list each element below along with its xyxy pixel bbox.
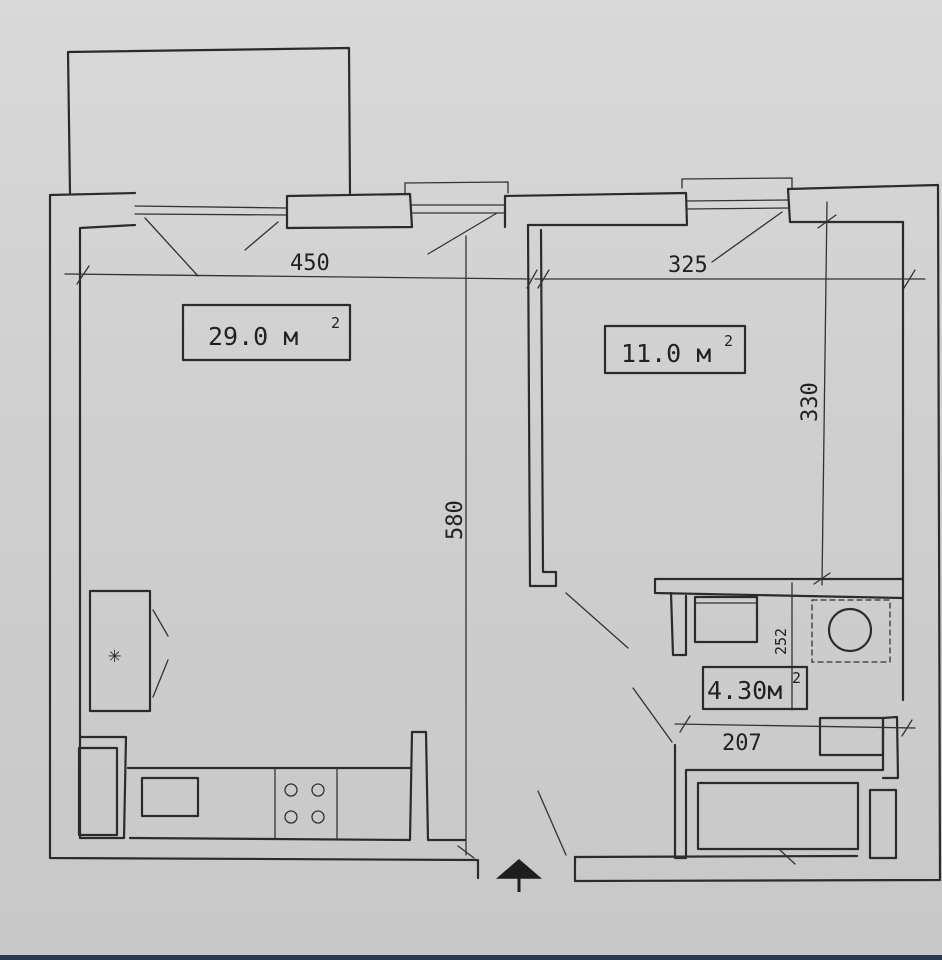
bedroom-width-dimension: 325 — [668, 253, 708, 278]
outer-walls — [48, 183, 942, 883]
windows — [134, 177, 793, 216]
living-area-label: 29.0 м 2 — [181, 303, 352, 362]
bedroom-area-text: 11.0 м — [621, 339, 711, 368]
entrance-arrow-icon — [495, 859, 543, 892]
balcony — [66, 46, 352, 195]
bath-depth-dimension: 252 — [772, 628, 790, 655]
bedroom-depth-dimension: 330 — [798, 382, 823, 422]
bathroom-area-label: 4.30м 2 — [701, 665, 809, 711]
door-swings — [537, 592, 673, 856]
living-area-text: 29.0 м — [208, 322, 298, 351]
bath-width-dimension: 207 — [722, 731, 762, 756]
bedroom-area-exponent: 2 — [724, 332, 733, 350]
bedroom-area-label: 11.0 м 2 — [603, 324, 747, 375]
kitchen-fixtures — [77, 589, 467, 842]
bathroom-area-exponent: 2 — [792, 669, 801, 687]
bathroom-area-text: 4.30м — [707, 676, 782, 705]
bottom-edge-bar — [0, 955, 942, 960]
dimension-lines — [64, 201, 926, 865]
stove-symbol-icon: ✳ — [108, 643, 121, 668]
bathroom-fixtures — [693, 595, 898, 860]
living-area-exponent: 2 — [331, 314, 340, 332]
living-width-dimension: 450 — [290, 251, 330, 276]
window-swing-marks — [144, 211, 783, 277]
living-depth-dimension: 580 — [443, 500, 468, 540]
partition-wall — [526, 223, 558, 588]
